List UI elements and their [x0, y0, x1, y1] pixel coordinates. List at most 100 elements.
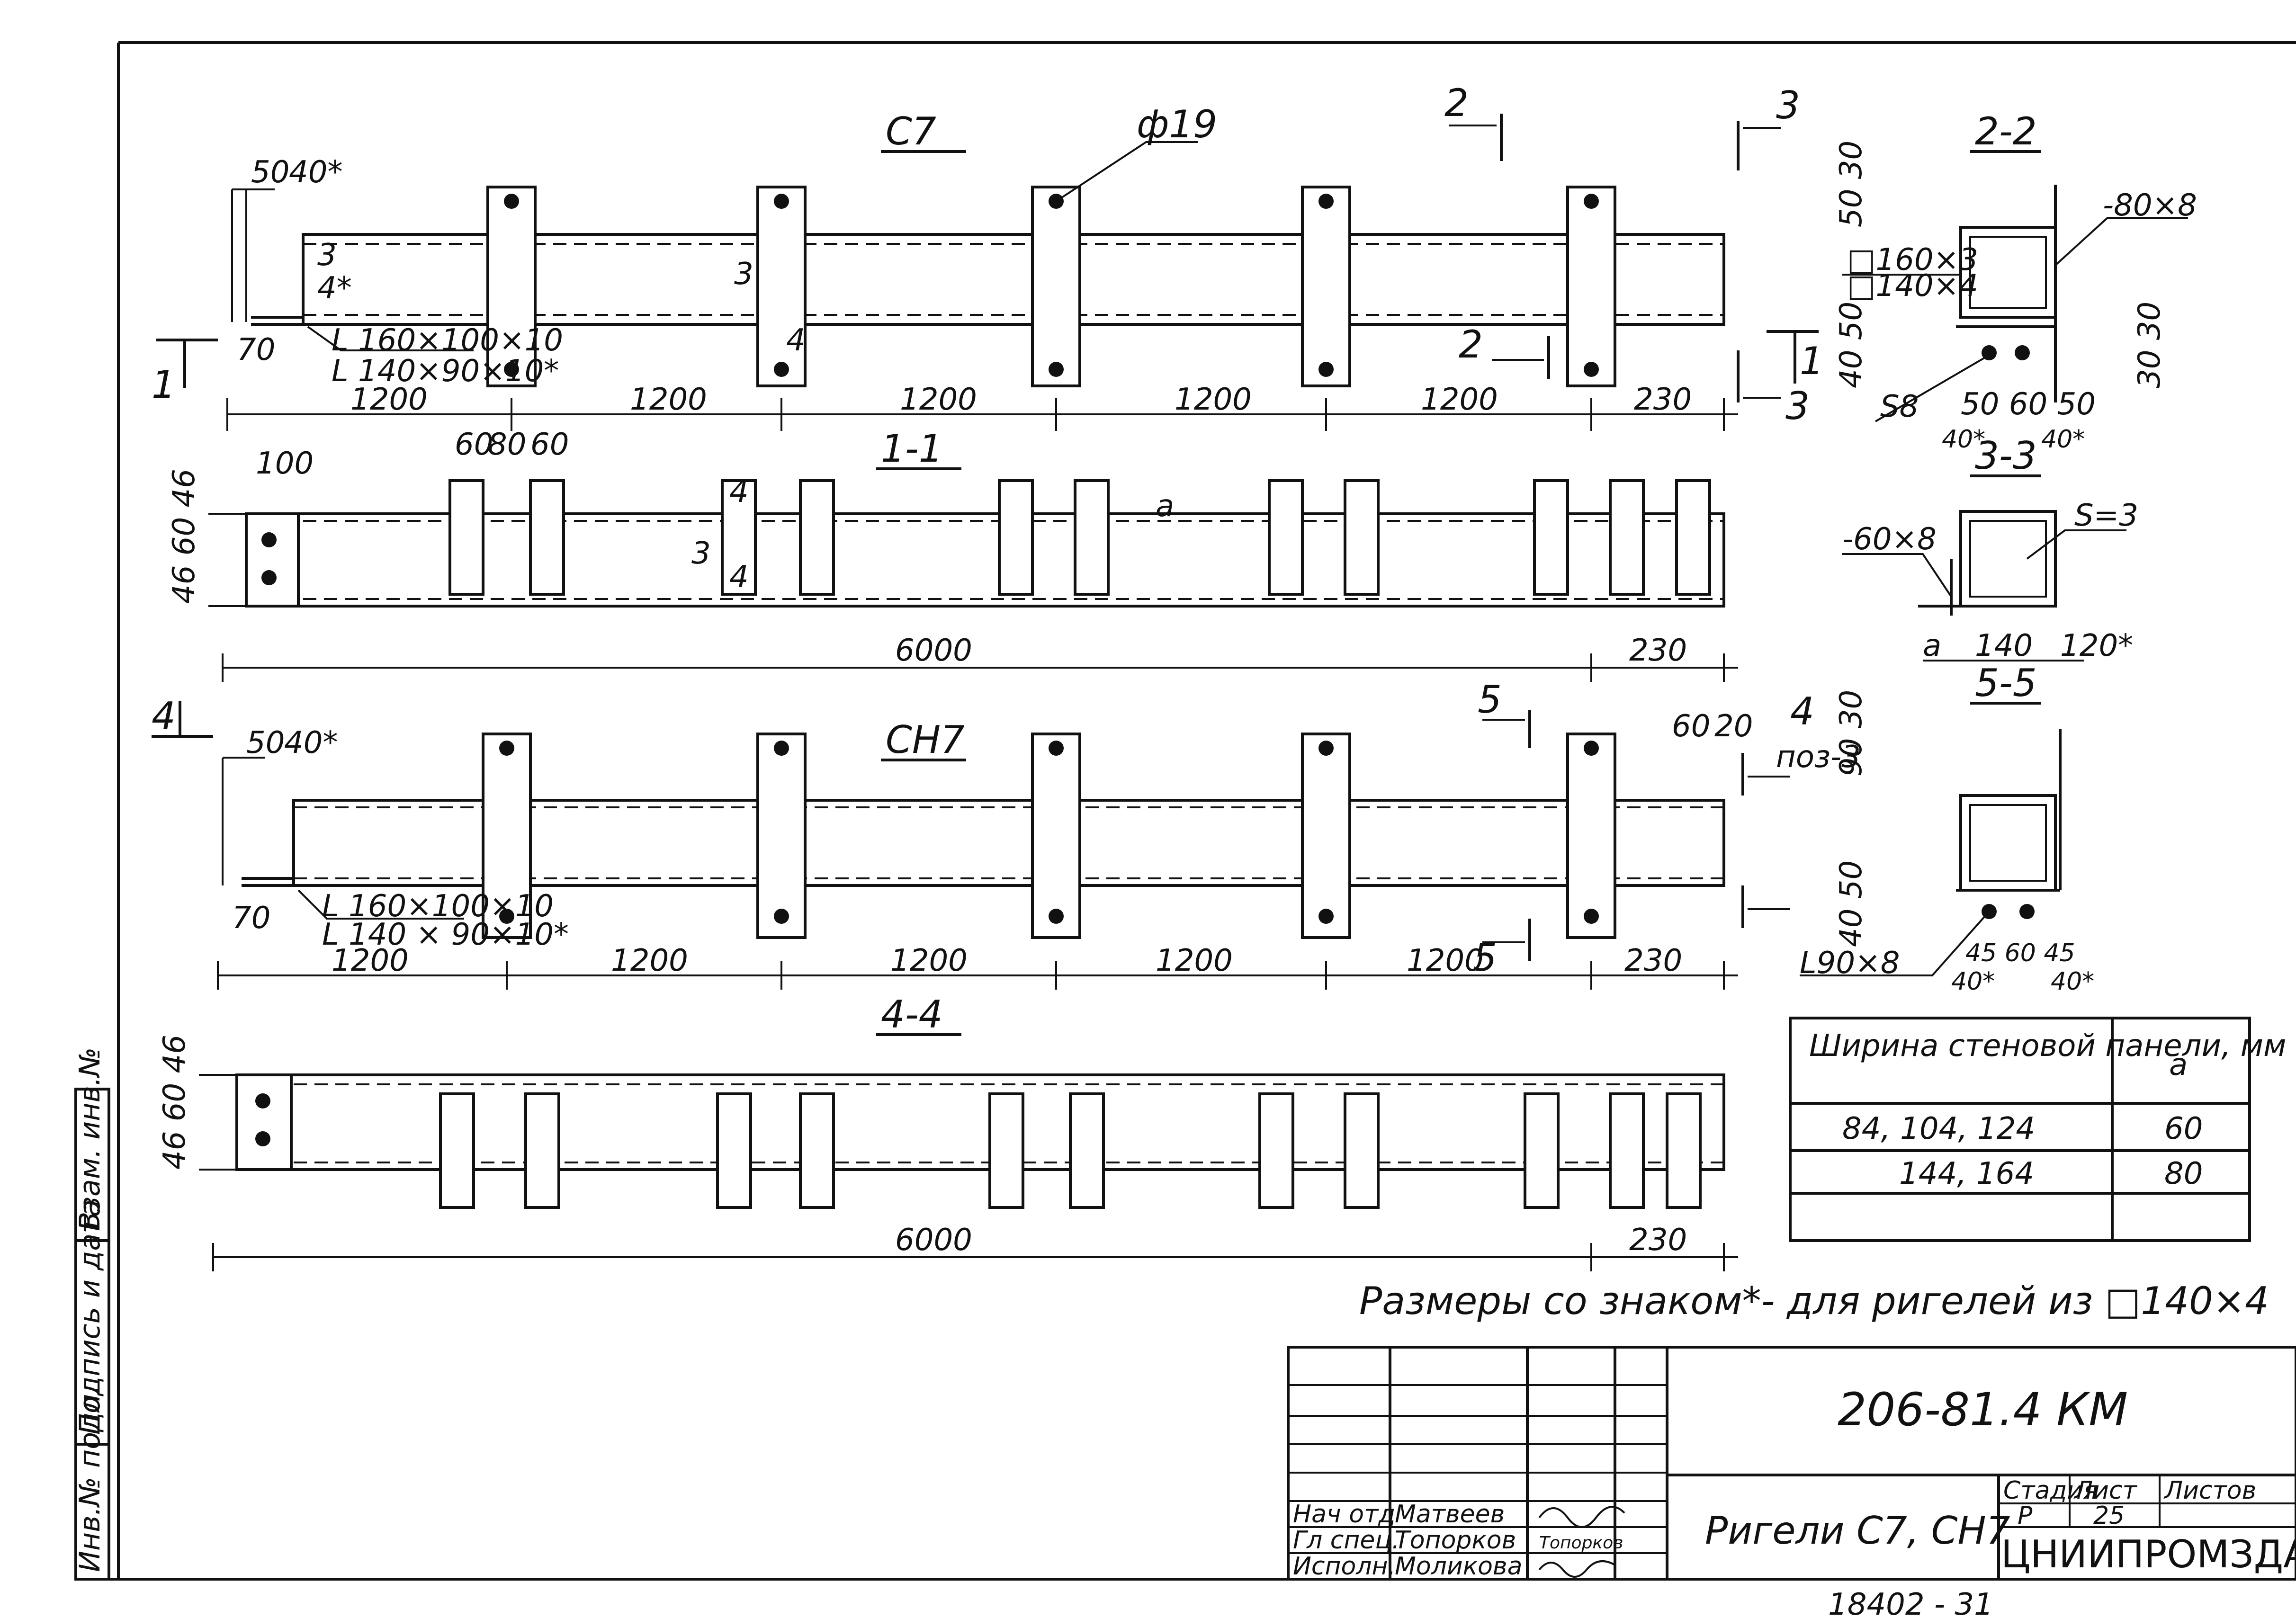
c7-dim-1200-1: 1200	[350, 382, 428, 417]
view-section-3-3: 3-3 -60×8 S=3 а 140 120*	[1842, 434, 2138, 663]
stage-value: Р	[2018, 1502, 2033, 1530]
sheet-value: 25	[2093, 1502, 2125, 1530]
role-1: Нач отд	[1293, 1500, 1395, 1529]
cut-3-bot: 3	[1785, 384, 1810, 428]
ch7-dim-20: 20	[1714, 709, 1753, 744]
sheets-label: Листов	[2163, 1476, 2256, 1505]
side-stamp-repl: Взам. инв.№	[73, 1047, 107, 1231]
cut-5-bot: 5	[1473, 936, 1497, 980]
view-ch7: СН7 50 40* 70 L 160×100×10 L 140 × 90×10…	[152, 678, 1861, 990]
table-header-right: а	[2169, 1047, 2188, 1082]
ch7-dim-230: 230	[1624, 943, 1682, 978]
panel-width-table: Ширина стеновой панели, мм а 84, 104, 12…	[1789, 1017, 2286, 1242]
s11-dim-60a: 60	[455, 427, 493, 462]
stage-label: Стадия	[2003, 1476, 2098, 1505]
sign-toporkov: Топорков	[1539, 1533, 1623, 1553]
c7-dim-1200-2: 1200	[630, 382, 707, 417]
table-row-1-width: 84, 104, 124	[1842, 1111, 2035, 1146]
cut-1-left: 1	[152, 363, 176, 407]
c7-dim-70: 70	[237, 332, 275, 367]
role-3: Исполн.	[1293, 1552, 1396, 1581]
side-stamp: Взам. инв.№ Подпись и дата Инв.№ подл.	[73, 1047, 110, 1581]
dimension-note: Размеры со знаком*- для ригелей из □140×…	[1359, 1279, 2269, 1323]
s11-dim-100: 100	[256, 446, 314, 481]
cut-4-right: 4	[1790, 689, 1814, 733]
c7-title: С7	[886, 109, 936, 153]
s55-dim-40s-b: 40*	[2051, 967, 2094, 996]
ch7-dim-60: 60	[1672, 709, 1710, 744]
ch7-angle-2: L 140 × 90×10*	[322, 917, 569, 952]
view-section-1-1: 1-1 4 3 4 46 60 46 100 60 80 60 а 6000 2…	[167, 427, 1738, 682]
cut-1-right: 1	[1800, 339, 1824, 383]
s44-dim-230: 230	[1629, 1223, 1687, 1258]
s44-dim-46-60-46: 46 60 46	[157, 1035, 192, 1170]
section-5-5-title: 5-5	[1975, 661, 2037, 705]
s22-dim-40s-a: 40*	[1942, 425, 1985, 454]
c7-dim-50: 50	[251, 155, 289, 190]
s11-dim-46-60-46: 46 60 46	[167, 469, 202, 604]
c7-dim-1200-4: 1200	[1175, 382, 1252, 417]
s44-dim-6000: 6000	[895, 1223, 972, 1258]
cut-2-top: 2	[1444, 81, 1469, 125]
c7-dim-1200-5: 1200	[1421, 382, 1498, 417]
s22-dim-30-30: 30 30	[2132, 302, 2167, 388]
role-2: Гл спец.	[1293, 1526, 1399, 1555]
s11-dim-6000: 6000	[895, 633, 972, 668]
cut-4-left: 4	[152, 694, 176, 738]
s22-dim-50-30: 50 30	[1834, 141, 1869, 227]
s55-dim-90-30: 90 30	[1834, 690, 1869, 777]
name-1: Матвеев	[1395, 1500, 1505, 1529]
c7-angle-2: L 140×90×10*	[332, 354, 559, 389]
section-2-2-title: 2-2	[1975, 109, 2037, 153]
signature-molikova	[1538, 1560, 1615, 1578]
pos-3-label: поз-3	[1776, 740, 1861, 775]
table-row-2-width: 144, 164	[1899, 1156, 2034, 1191]
drawing-code: 206-81.4 КМ	[1838, 1383, 2128, 1436]
s11-weld-4b: 4	[729, 560, 749, 595]
weld-4b: 4	[786, 323, 806, 358]
name-3: Моликова	[1395, 1552, 1522, 1581]
section-4-4-title: 4-4	[881, 992, 943, 1037]
s11-dim-60b: 60	[530, 427, 569, 462]
s22-tube1: □160×3	[1847, 242, 1978, 277]
ch7-dim-1200-2: 1200	[611, 943, 688, 978]
cut-2-bot: 2	[1459, 322, 1483, 367]
title-block: Нач отд Матвеев Гл спец. Топорков Исполн…	[1287, 1346, 2296, 1581]
ch7-title: СН7	[886, 718, 965, 762]
s11-weld-3: 3	[691, 536, 711, 571]
signature-matveev	[1538, 1506, 1625, 1528]
hole-label: ф19	[1137, 102, 1217, 146]
table-row-1-a: 60	[2164, 1111, 2203, 1146]
footer-number: 18402 - 31	[1828, 1587, 1993, 1618]
view-c7: С7 ф19 3 4* 3 4 50 40* 70	[152, 81, 1824, 431]
s55-dim-40-50: 40 50	[1834, 860, 1869, 947]
s33-dim-a: а	[1923, 628, 1941, 663]
s11-dim-a: а	[1156, 489, 1174, 524]
c7-dim-1200-3: 1200	[900, 382, 977, 417]
s22-plate: -80×8	[2103, 188, 2197, 223]
org-name: ЦНИИПРОМЗДАНИЙ	[2001, 1532, 2296, 1576]
ch7-dim-70: 70	[232, 901, 270, 936]
ch7-dim-1200-4: 1200	[1156, 943, 1233, 978]
s33-dim-140: 140	[1975, 628, 2033, 663]
s55-dim-40s-a: 40*	[1951, 967, 1995, 996]
cut-3-top: 3	[1776, 83, 1800, 127]
ch7-dim-1200-5: 1200	[1407, 943, 1484, 978]
ch7-dim-1200-1: 1200	[332, 943, 409, 978]
sheet-label: Лист	[2073, 1476, 2137, 1505]
name-2: Топорков	[1395, 1526, 1516, 1555]
side-stamp-inv: Инв.№ подл.	[73, 1385, 107, 1572]
ch7-dim-50: 50	[246, 725, 285, 760]
s11-dim-230: 230	[1629, 633, 1687, 668]
s33-dim-120s: 120*	[2060, 628, 2133, 663]
s11-dim-80: 80	[488, 427, 526, 462]
drawing-title: Ригели С7, СН7	[1705, 1509, 2010, 1553]
side-stamp-sign: Подпись и дата	[73, 1199, 107, 1435]
ch7-dim-1200-3: 1200	[890, 943, 968, 978]
section-3-3-title: 3-3	[1975, 434, 2037, 478]
weld-4s: 4*	[317, 271, 352, 306]
c7-dim-40s: 40*	[289, 155, 342, 190]
s33-plate: -60×8	[1842, 522, 1937, 557]
table-header-left: Ширина стеновой панели, мм	[1809, 1028, 2286, 1064]
